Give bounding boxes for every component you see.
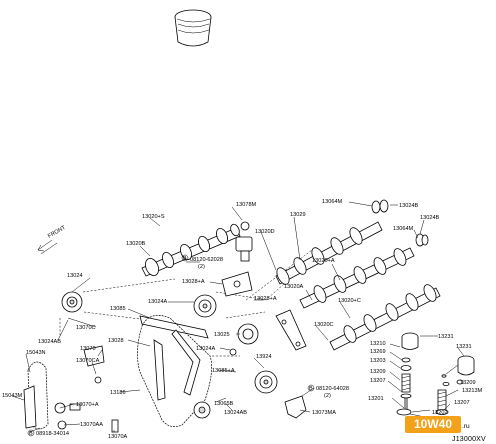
callout-13020A: 13020A: [284, 284, 304, 290]
callout-13924: 13924: [256, 354, 272, 360]
timing-chain-13028: [137, 315, 212, 427]
valve-train-stack: [396, 332, 419, 416]
camshaft-13020-plus-c: [329, 284, 441, 351]
site-logo-watermark: 10W40: [405, 416, 461, 433]
intake-cam-sprocket: [61, 291, 83, 313]
callout-13020D: 13020D: [255, 229, 275, 235]
svg-text:B: B: [309, 386, 313, 392]
callout-13028: 13028: [108, 338, 124, 344]
watermark-suffix: .ru: [462, 423, 470, 430]
callout-13024-left: 13024: [67, 273, 83, 279]
callout-13028-plus-a: 13028+A: [254, 296, 277, 302]
svg-text:B: B: [29, 431, 33, 437]
callout-13085-plus-a: 13085+A: [212, 368, 235, 374]
vtc-cover-plate: [221, 271, 253, 297]
tensioner-housing-13073MA: [284, 395, 307, 419]
callout-13024A: 13024A: [148, 299, 168, 305]
callout-13020S: 13020+S: [142, 214, 165, 220]
front-label: FRONT: [47, 225, 67, 240]
callout-08120-62028-top: 08120-62028: [190, 257, 223, 263]
tensioner-bolt: [229, 348, 237, 356]
callout-13201: 13201: [368, 396, 384, 402]
callout-13070-plus-a: 13070+A: [76, 402, 99, 408]
callout-13024AB-bot: 13024AB: [224, 410, 247, 416]
callout-08918-34014: 08918-34014: [36, 431, 69, 437]
callout-13020C: 13020C: [314, 322, 334, 328]
callout-13085: 13085: [110, 306, 126, 312]
crank-sprocket: [193, 401, 211, 419]
callout-13202: 13202: [432, 410, 448, 416]
callout-13213M: 13213M: [462, 388, 483, 394]
callout-13024B-right: 13024B: [420, 215, 440, 221]
callout-13269: 13269: [370, 349, 386, 355]
callout-13070C: 13070C: [76, 325, 96, 331]
exhaust-cam-sprocket: [193, 294, 217, 318]
callout-15043N: 15043N: [26, 350, 46, 356]
svg-text:B: B: [183, 256, 187, 262]
callout-13207: 13207: [370, 378, 386, 384]
callout-13203: 13203: [370, 358, 386, 364]
callout-labels: 13020+S 13020B 13078M 13029 13064M 13024…: [2, 199, 486, 443]
callout-13210: 13210: [370, 341, 386, 347]
callout-13024A-mid: 13024A: [196, 346, 216, 352]
callout-13064M-right: 13064M: [393, 226, 414, 232]
callout-13231-right: 13231: [456, 344, 472, 350]
bolt-marker-left: B: [27, 429, 35, 437]
callout-13070CA: 13070CA: [76, 358, 100, 364]
callout-08120-64028-bot: 08120-64028: [316, 386, 349, 392]
callout-13070A: 13070A: [108, 434, 128, 440]
bolt-marker-top: B: [181, 254, 189, 262]
callout-13020B: 13020B: [126, 241, 146, 247]
center-sprocket: [237, 323, 259, 345]
callout-13064M-top: 13064M: [322, 199, 343, 205]
callout-13025: 13025: [214, 332, 230, 338]
callout-13024AB: 13024AB: [38, 339, 61, 345]
lower-right-sprocket: [254, 370, 278, 394]
camshaft-position-bracket: [235, 221, 253, 262]
callout-13065B: 13065B: [214, 401, 234, 407]
callout-13073MA: 13073MA: [312, 410, 336, 416]
watermark-text: 10W40: [413, 417, 453, 431]
callout-13209-right: 13209: [460, 380, 476, 386]
callout-13020-plus-c: 13020+C: [338, 298, 361, 304]
chain-guide-13085: [139, 315, 209, 339]
callout-13078M: 13078M: [236, 202, 257, 208]
callout-13207-right: 13207: [454, 400, 470, 406]
callout-08120-qty-bot: (2): [324, 393, 331, 399]
callout-13028A: 13028+A: [182, 279, 205, 285]
callout-13029: 13029: [290, 212, 306, 218]
camshaft-top-right-end: [371, 199, 429, 247]
camshaft-13020-plus-a: [299, 247, 415, 309]
callout-08120-qty-top: (2): [198, 264, 205, 270]
secondary-chain: [23, 361, 49, 430]
callout-13070AA: 13070AA: [80, 422, 103, 428]
callout-13020-plus-a: 13020+A: [312, 258, 335, 264]
valve-lifter-right: [435, 355, 475, 415]
callout-13186: 13186: [110, 390, 126, 396]
intake-camshaft: [141, 223, 241, 277]
front-direction-arrow: FRONT: [37, 225, 67, 255]
camshaft-13020D: [275, 221, 383, 285]
left-tensioner-parts: [54, 345, 119, 433]
callout-15043M: 15043M: [2, 393, 23, 399]
bolt-marker-bottom: B: [307, 384, 315, 392]
chain-guide-13924: [275, 309, 307, 351]
callout-13209: 13209: [370, 369, 386, 375]
callout-13024B-top: 13024B: [399, 203, 419, 209]
diagram-code: J13000XV: [452, 436, 486, 443]
callout-13231: 13231: [438, 334, 454, 340]
callout-13070: 13070: [80, 346, 96, 352]
cylindrical-cap-part: [174, 9, 212, 47]
